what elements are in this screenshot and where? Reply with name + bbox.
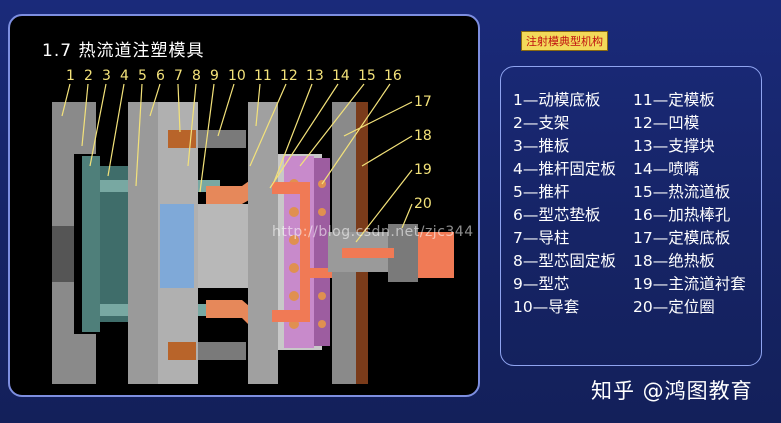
legend-item: 8—型芯固定板 <box>513 252 616 270</box>
callout-2: 2 <box>84 68 93 84</box>
legend-item: 14—喷嘴 <box>633 160 700 178</box>
legend-item: 11—定模板 <box>633 91 715 109</box>
leader-line <box>299 83 365 167</box>
heater-hole <box>318 208 326 216</box>
csdn-overlay-url: http://blog.csdn.net/zjc344 <box>272 224 474 240</box>
leader-line <box>355 169 413 243</box>
callout-8: 8 <box>192 68 201 84</box>
callout-14: 14 <box>332 68 350 84</box>
legend-item: 2—支架 <box>513 114 570 132</box>
callout-7: 7 <box>174 68 183 84</box>
sprue-channel <box>342 248 394 258</box>
callout-15: 15 <box>358 68 376 84</box>
legend-box: 1—动模底板 2—支架 3—推板 4—推杆固定板 5—推杆 6—型芯垫板 7—导… <box>500 66 762 366</box>
fixed-plate <box>248 102 278 384</box>
heater-hole <box>318 320 326 328</box>
legend-item: 13—支撑块 <box>633 137 715 155</box>
callout-17: 17 <box>414 94 432 110</box>
guide-bush-lower <box>198 342 246 360</box>
legend-item: 16—加热棒孔 <box>633 206 731 224</box>
legend-left-column: 1—动模底板 2—支架 3—推板 4—推杆固定板 5—推杆 6—型芯垫板 7—导… <box>513 89 616 319</box>
leader-line <box>187 83 197 167</box>
leader-line <box>273 83 313 183</box>
leader-line <box>89 83 107 167</box>
heater-hole <box>289 235 299 245</box>
diagram-panel: 1.7 热流道注塑模具 <box>8 14 480 397</box>
callout-9: 9 <box>210 68 219 84</box>
leader-line <box>343 101 413 137</box>
callout-6: 6 <box>156 68 165 84</box>
callout-3: 3 <box>102 68 111 84</box>
legend-item: 12—凹模 <box>633 114 700 132</box>
core-block <box>160 204 194 288</box>
diagram-title: 1.7 热流道注塑模具 <box>42 41 205 61</box>
leader-line <box>61 83 71 117</box>
callout-5: 5 <box>138 68 147 84</box>
guide-pin-lower <box>168 342 196 360</box>
guide-pin-upper <box>168 130 196 148</box>
legend-item: 19—主流道衬套 <box>633 275 746 293</box>
callout-20: 20 <box>414 196 432 212</box>
ejector-plate <box>82 156 100 332</box>
heater-hole <box>289 263 299 273</box>
legend-item: 1—动模底板 <box>513 91 601 109</box>
nozzle-seat <box>418 232 454 278</box>
heater-zone <box>314 158 330 346</box>
legend-item: 15—热流道板 <box>633 183 731 201</box>
support-lower <box>74 334 96 384</box>
callout-12: 12 <box>280 68 298 84</box>
leader-line <box>107 83 125 177</box>
callout-11: 11 <box>254 68 272 84</box>
leader-line <box>255 83 261 127</box>
mold-diagram: 1 2 3 4 5 6 7 8 9 10 11 12 13 14 15 16 1… <box>52 68 454 384</box>
heater-hole <box>289 207 299 217</box>
callout-1: 1 <box>66 68 75 84</box>
callout-18: 18 <box>414 128 432 144</box>
legend-item: 18—绝热板 <box>633 252 715 270</box>
core-backing-plate <box>128 102 158 384</box>
legend-right-column: 11—定模板 12—凹模 13—支撑块 14—喷嘴 15—热流道板 16—加热棒… <box>633 89 746 319</box>
leader-line <box>135 83 143 187</box>
watermark: 知乎 @鸿图教育 <box>591 379 753 403</box>
leader-line <box>269 83 339 189</box>
support-upper <box>74 102 96 154</box>
heater-hole <box>318 292 326 300</box>
legend-item: 20—定位圈 <box>633 298 715 316</box>
leader-line <box>149 83 161 117</box>
leader-line <box>217 83 235 137</box>
legend-item: 7—导柱 <box>513 229 570 247</box>
callout-13: 13 <box>306 68 324 84</box>
legend-item: 5—推杆 <box>513 183 570 201</box>
legend-item: 3—推板 <box>513 137 570 155</box>
base-plate-insert <box>52 226 74 282</box>
callout-10: 10 <box>228 68 246 84</box>
legend-item: 4—推杆固定板 <box>513 160 616 178</box>
heater-hole <box>289 291 299 301</box>
leader-line <box>361 135 413 167</box>
leader-line <box>177 83 181 133</box>
legend-item: 9—型芯 <box>513 275 570 293</box>
leader-line <box>401 203 413 229</box>
callout-4: 4 <box>120 68 129 84</box>
legend-item: 6—型芯垫板 <box>513 206 601 224</box>
guide-bush-upper <box>198 130 246 148</box>
leader-line <box>199 83 215 193</box>
leader-line <box>321 83 391 185</box>
leader-line <box>81 83 89 147</box>
callout-19: 19 <box>414 162 432 178</box>
section-badge: 注射模典型机构 <box>521 31 608 51</box>
leader-line <box>249 83 287 167</box>
callout-16: 16 <box>384 68 402 84</box>
legend-item: 17—定模底板 <box>633 229 731 247</box>
legend-item: 10—导套 <box>513 298 580 316</box>
